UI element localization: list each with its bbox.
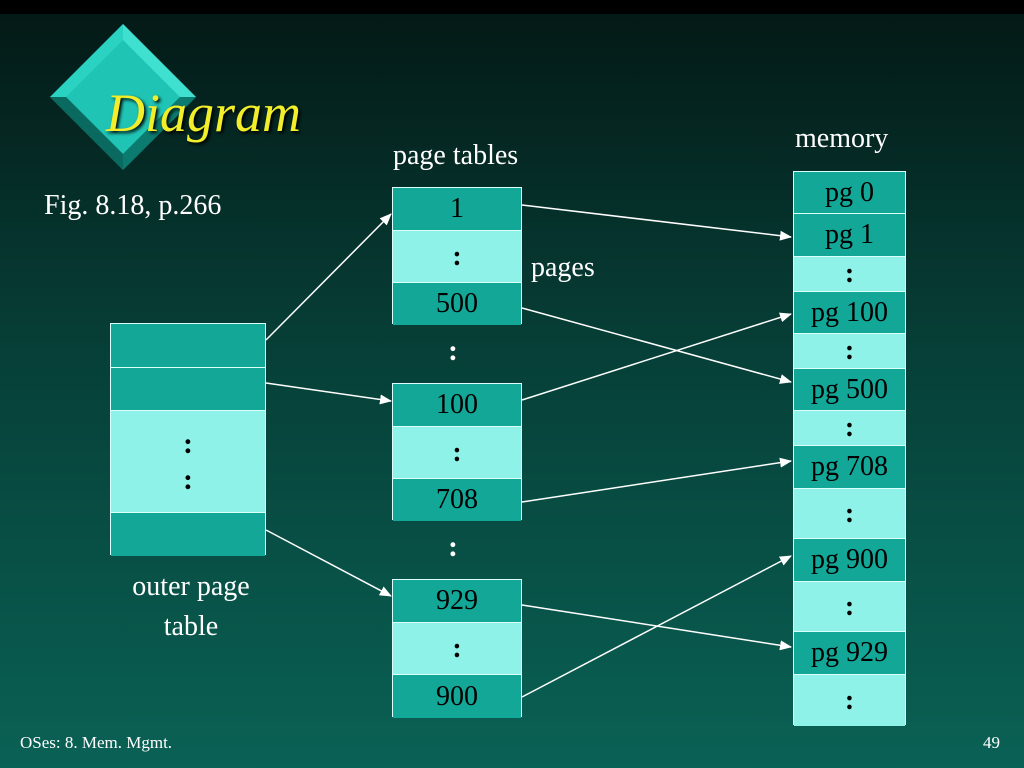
memory-cell-7: pg 708 (794, 446, 905, 489)
arrow-outer-to-pt1 (265, 213, 392, 341)
page-tables-gap-ellipsis-2: : (448, 530, 458, 563)
pages-label: pages (531, 252, 595, 283)
memory-cell-2: : (794, 257, 905, 292)
outer-entry-0 (111, 324, 265, 368)
outer-page-table: : : (110, 323, 266, 556)
page-table-1-entry-0: 1 (393, 188, 521, 231)
footer-left: OSes: 8. Mem. Mgmt. (20, 733, 173, 752)
memory-cell-8: : (794, 489, 905, 539)
page-table-2-entry-0: 100 (393, 384, 521, 427)
memory-cell-11: pg 929 (794, 632, 905, 675)
page-table-2: 100 : 708 (392, 383, 522, 521)
footer-page-number: 49 (983, 733, 1000, 752)
page-table-3-entry-1: : (393, 623, 521, 675)
arrow-708-to-pg708 (521, 457, 792, 503)
arrow-100-to-pg100 (521, 312, 792, 401)
outer-entry-1 (111, 368, 265, 411)
top-bar (0, 0, 1024, 14)
slide-title: Diagram (106, 83, 302, 143)
arrow-500-to-pg500 (521, 307, 792, 384)
page-table-3: 929 : 900 (392, 579, 522, 718)
page-table-2-entry-1: : (393, 427, 521, 479)
outer-entry-3 (111, 513, 265, 556)
outer-label-line2: table (163, 611, 219, 642)
page-table-2-entry-2: 708 (393, 479, 521, 521)
arrow-outer-to-pt2 (265, 382, 392, 405)
memory-cell-10: : (794, 582, 905, 632)
memory-cell-12: : (794, 675, 905, 726)
page-tables-gap-ellipsis-1: : (448, 334, 458, 367)
arrow-900-to-pg900 (521, 555, 792, 698)
page-table-1: 1 : 500 (392, 187, 522, 325)
memory-cell-4: : (794, 334, 905, 369)
page-tables-label: page tables (393, 140, 519, 171)
memory-column: pg 0 pg 1 : pg 100 : pg 500 : pg 708 : p… (793, 171, 906, 726)
page-table-1-entry-2: 500 (393, 283, 521, 325)
memory-cell-5: pg 500 (794, 369, 905, 411)
page-table-3-entry-0: 929 (393, 580, 521, 623)
arrow-1-to-pg1 (521, 204, 792, 241)
memory-cell-9: pg 900 (794, 539, 905, 582)
page-table-1-entry-1: : (393, 231, 521, 283)
outer-entry-ellipsis: : : (111, 411, 265, 513)
outer-ellipsis-text: : : (183, 426, 193, 496)
outer-label-line1: outer page (132, 571, 250, 602)
memory-cell-3: pg 100 (794, 292, 905, 334)
page-table-3-entry-2: 900 (393, 675, 521, 718)
figure-reference: Fig. 8.18, p.266 (44, 190, 222, 221)
diamond-logo (48, 22, 198, 172)
outer-page-table-label: outer page table (110, 567, 272, 647)
memory-label: memory (795, 123, 889, 154)
memory-cell-1: pg 1 (794, 214, 905, 257)
memory-cell-0: pg 0 (794, 172, 905, 214)
arrow-outer-to-pt3 (265, 529, 392, 597)
memory-cell-6: : (794, 411, 905, 446)
